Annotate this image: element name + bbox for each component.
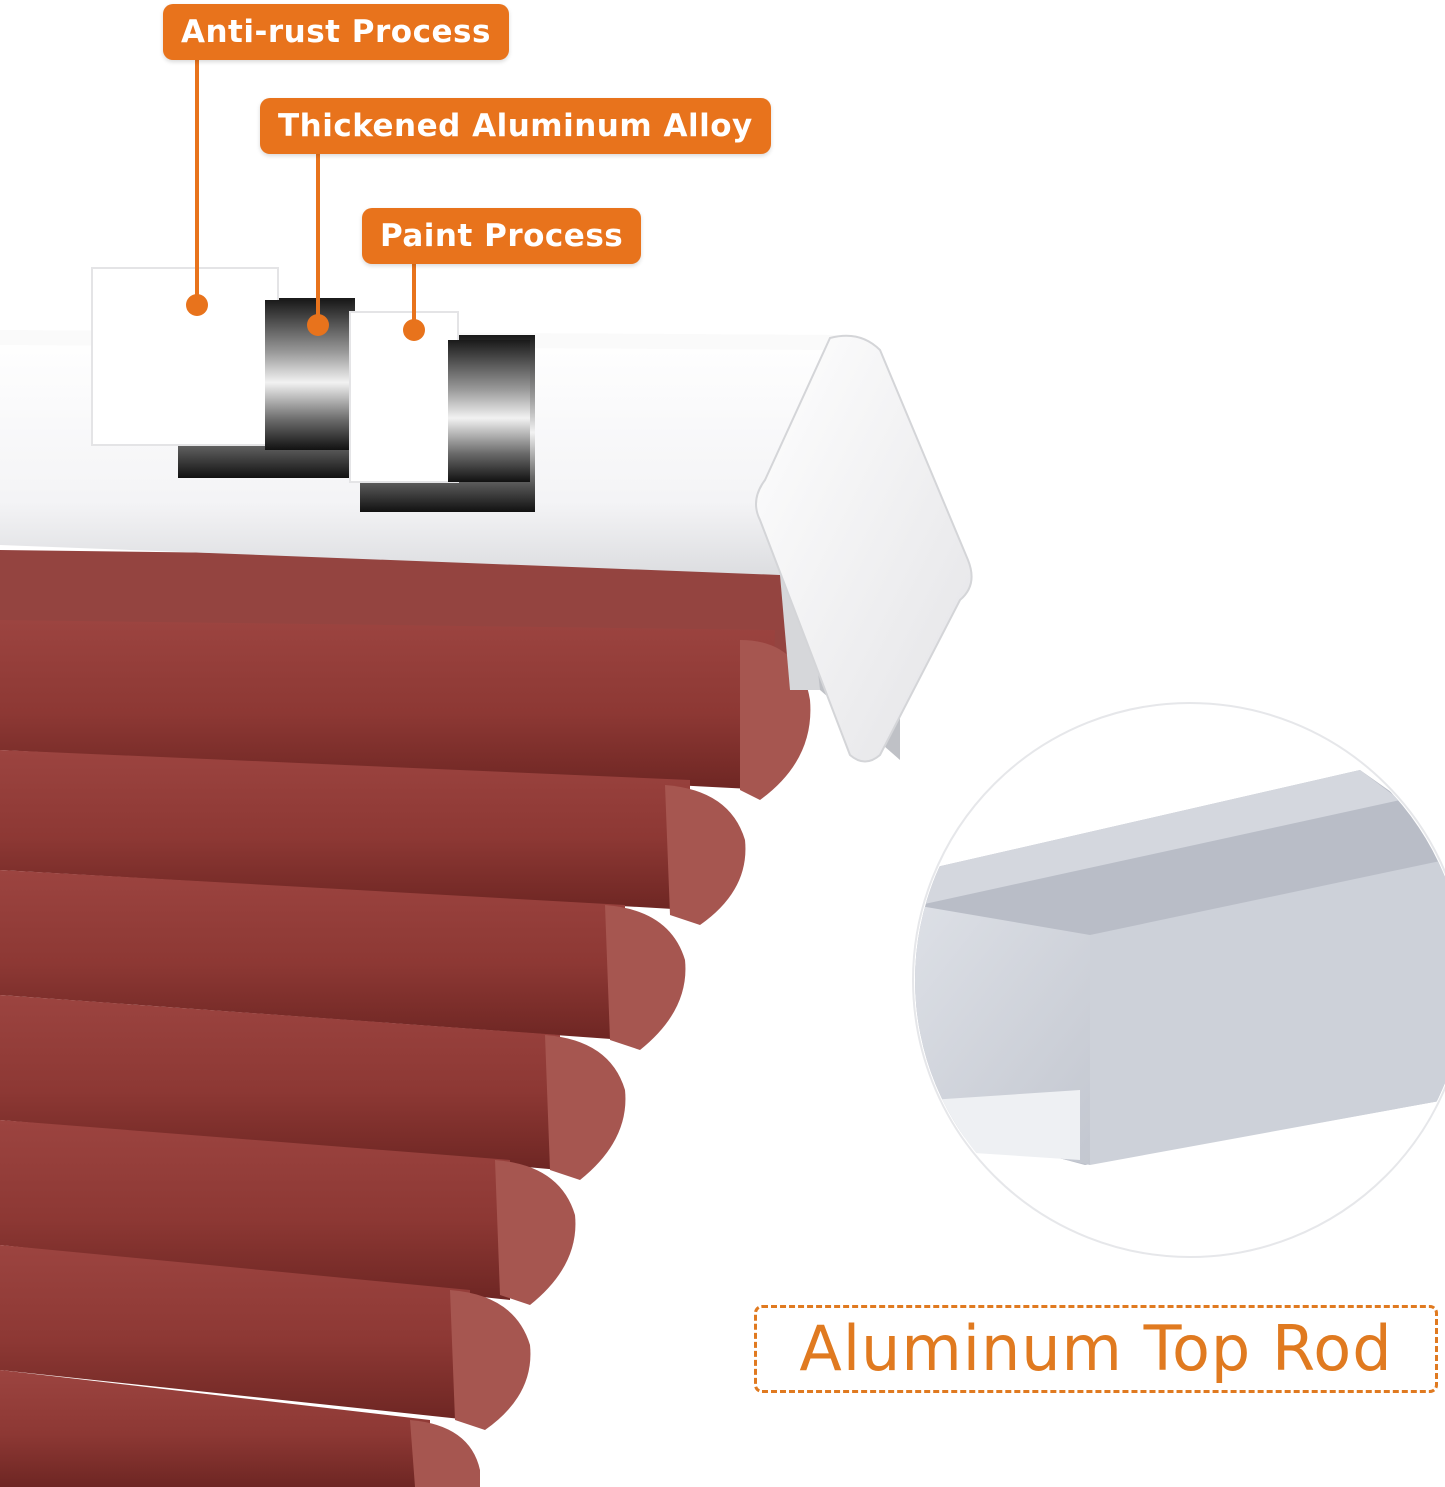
cellular-shade-fabric [0, 550, 815, 1487]
thickened-alloy-label: Thickened Aluminum Alloy [260, 98, 771, 154]
aluminum-top-rod-caption: Aluminum Top Rod [754, 1305, 1438, 1393]
anti-rust-label: Anti-rust Process [163, 4, 509, 60]
paint-leader-line [412, 262, 416, 330]
rail-layer-cutaway [91, 267, 535, 512]
paint-process-label: Paint Process [362, 208, 642, 264]
top-rod-zoom-lens [912, 702, 1445, 1258]
alloy-leader-line [316, 152, 320, 325]
anti-rust-leader-line [195, 58, 199, 305]
end-cap [755, 334, 973, 763]
